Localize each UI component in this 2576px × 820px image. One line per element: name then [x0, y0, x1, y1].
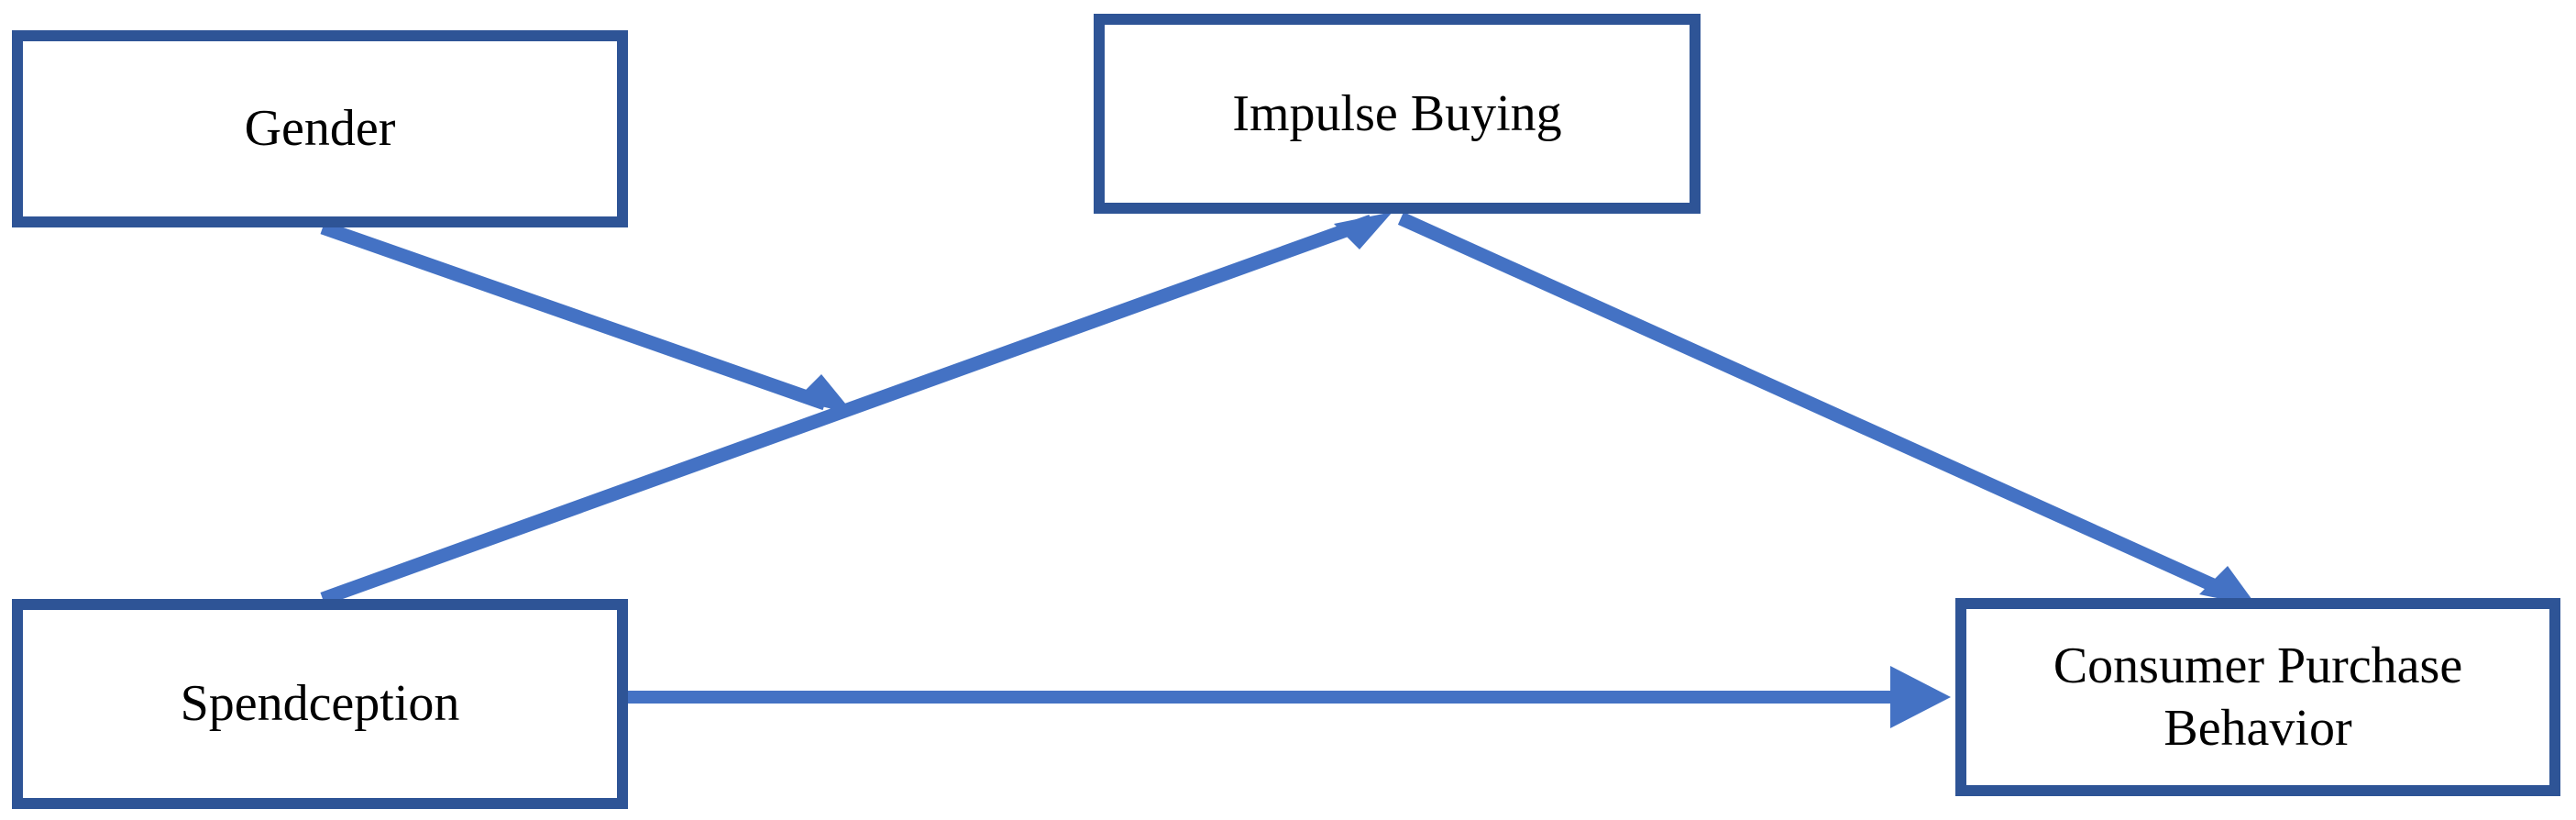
edge-line-impulse-consumer: [1397, 212, 2235, 600]
node-impulse-buying[interactable]: Impulse Buying: [1094, 14, 1701, 214]
node-consumer-purchase-behavior-label: Consumer Purchase Behavior: [2053, 637, 2463, 757]
edge-impulse-buying-to-consumer-purchase-behavior: [1397, 212, 2257, 606]
node-spendception-label: Spendception: [180, 675, 460, 733]
edge-line-gender-moderator: [320, 220, 828, 411]
arrowhead-gender-moderator: [796, 374, 854, 415]
arrowhead-spendception-consumer: [1890, 666, 1951, 728]
edge-line-spendception-impulse: [320, 214, 1374, 606]
node-consumer-purchase-behavior[interactable]: Consumer Purchase Behavior: [1955, 598, 2560, 796]
arrowhead-spendception-impulse: [1334, 212, 1393, 249]
node-spendception[interactable]: Spendception: [12, 599, 628, 809]
edge-gender-to-spendception-impulse-path: [320, 220, 854, 415]
edge-spendception-to-consumer-purchase-behavior: [622, 666, 1951, 728]
edge-spendception-to-impulse-buying: [320, 212, 1393, 606]
node-impulse-buying-label: Impulse Buying: [1232, 84, 1562, 142]
node-gender[interactable]: Gender: [12, 30, 628, 227]
node-gender-label: Gender: [244, 100, 396, 158]
